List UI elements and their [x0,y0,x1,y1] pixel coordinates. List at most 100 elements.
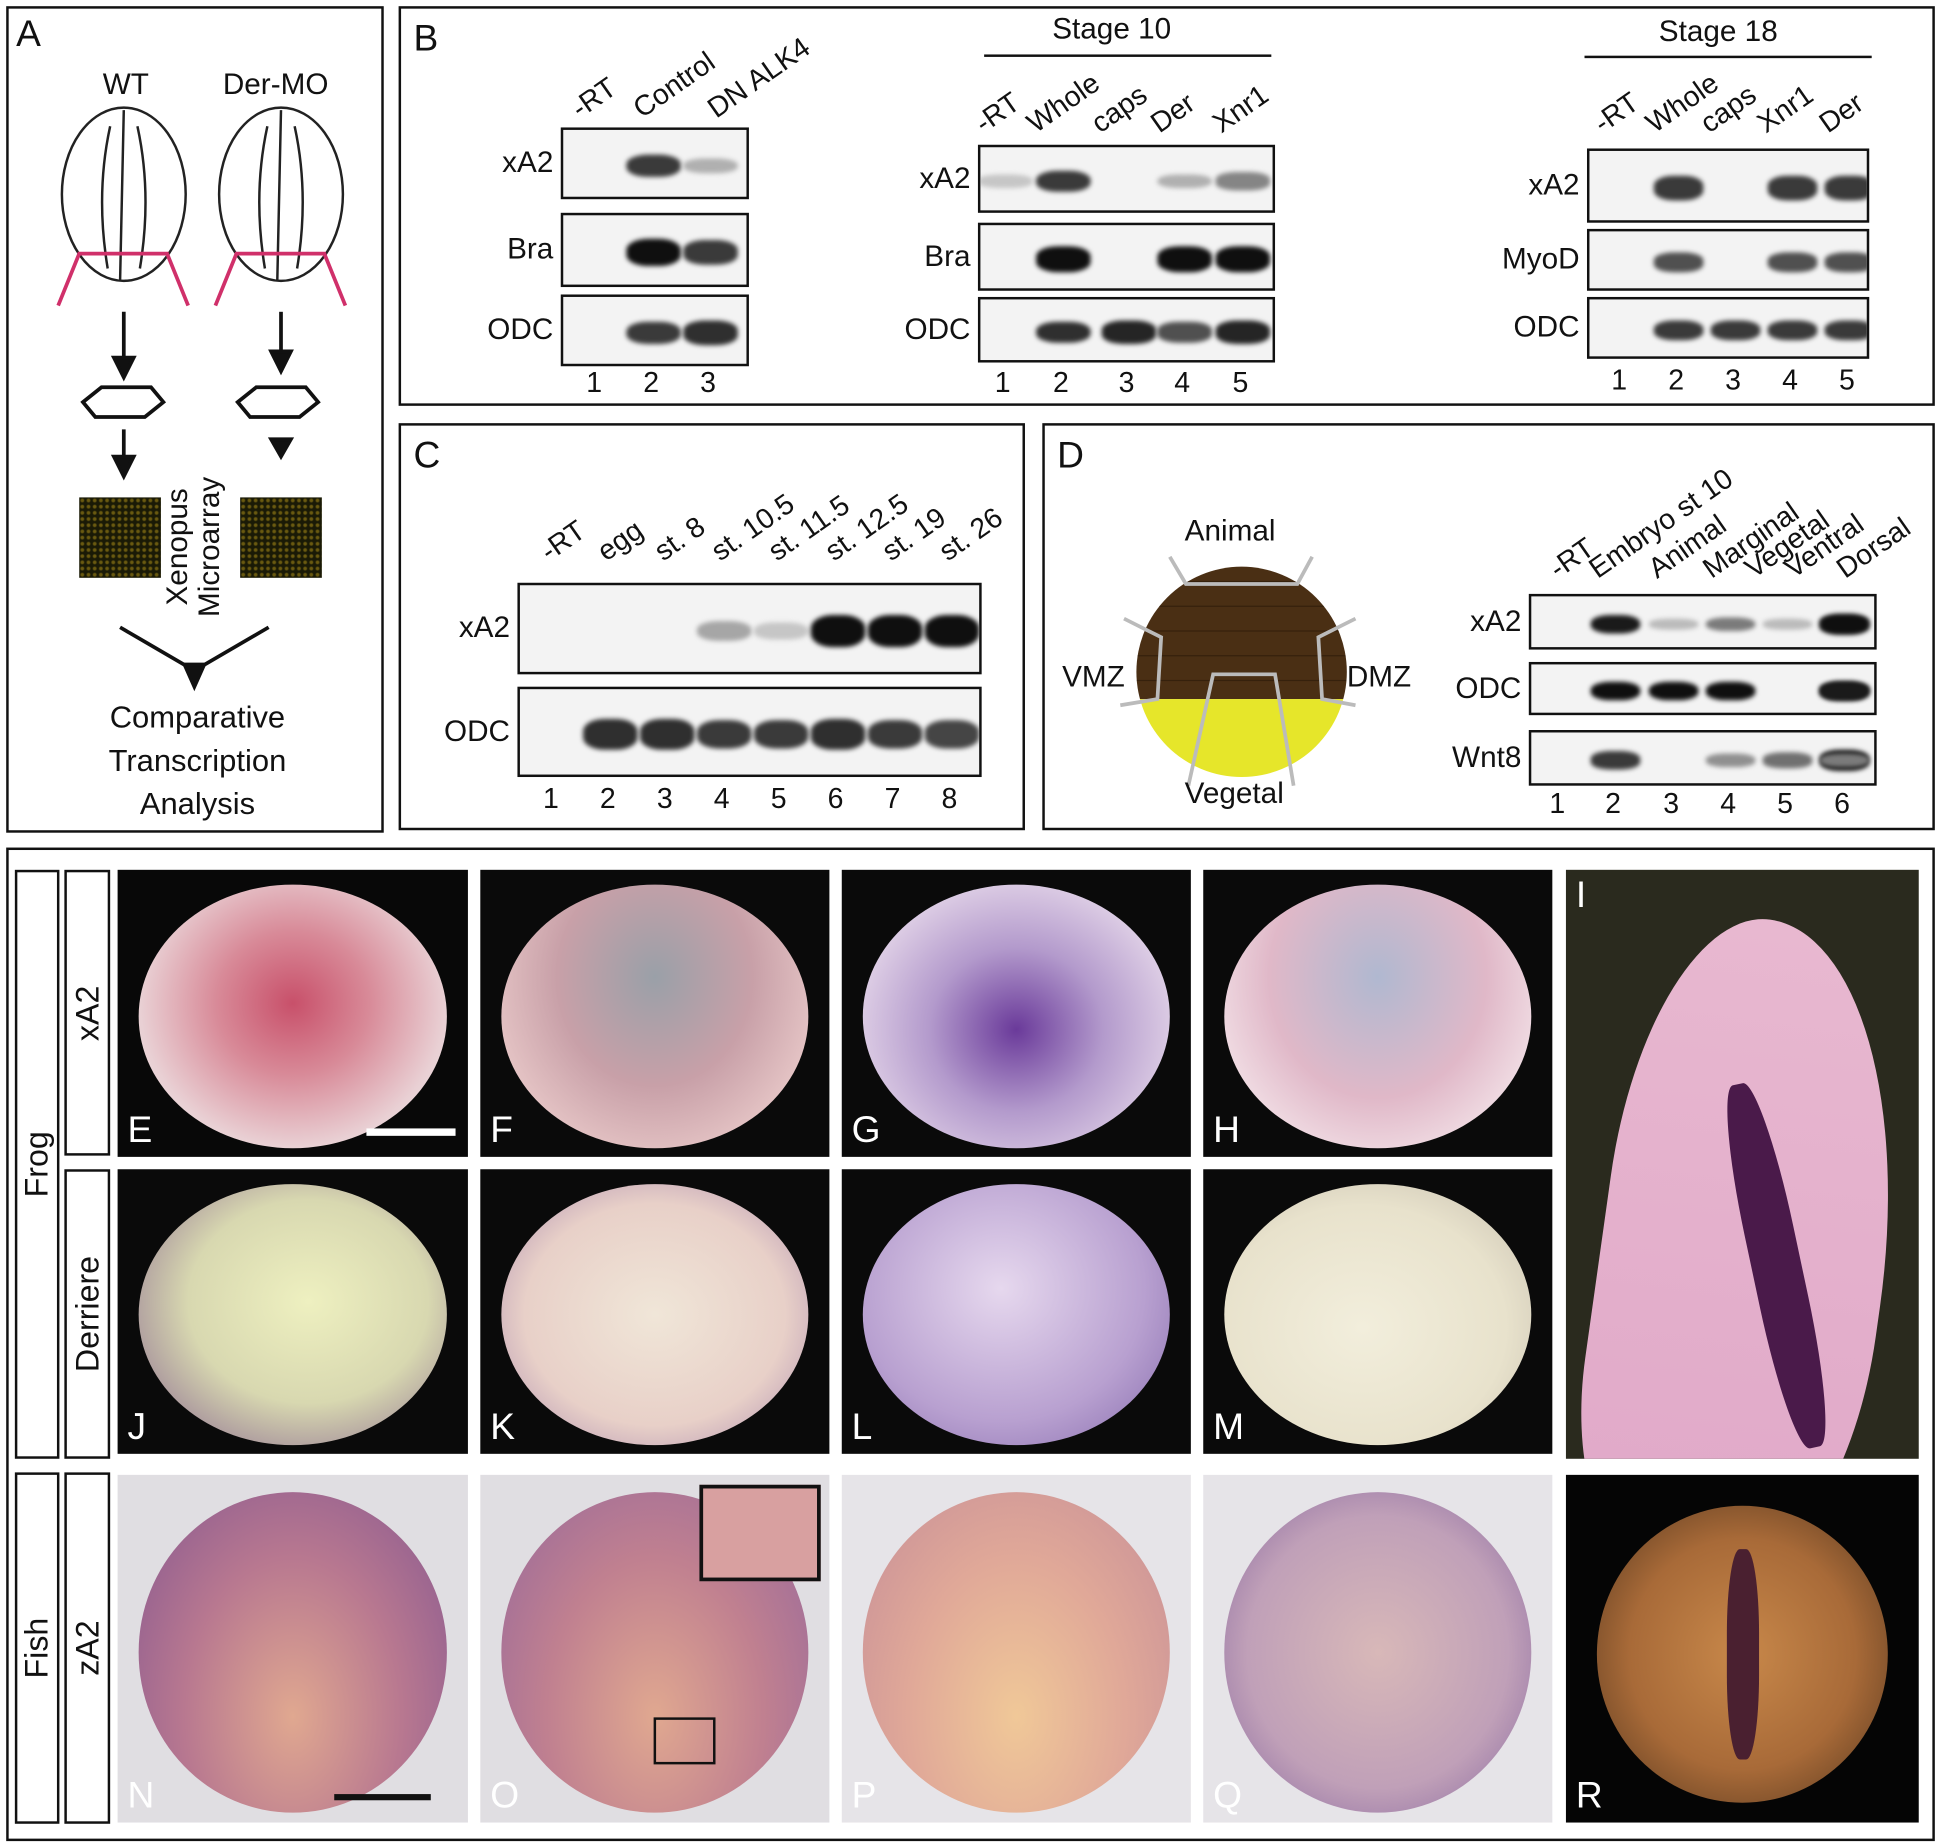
b2-lane-number: 2 [1052,366,1069,399]
b2-band [1215,320,1271,344]
b3-gel-myod [1586,228,1870,291]
embryo [138,1492,447,1813]
b2-lane-number: 4 [1174,366,1191,399]
xa2-label-box: xA2 [64,869,111,1156]
b2-lane-number: 5 [1232,366,1249,399]
b2-band [1101,320,1157,344]
b3-band [1767,252,1818,272]
d-band [1819,614,1870,635]
explant-drawings [80,385,321,419]
photo-l: L [841,1169,1191,1454]
b2-band [980,174,1033,188]
c-band [753,621,809,641]
embryo [501,1183,809,1446]
embryo [1224,884,1532,1149]
wt-label: WT [102,68,149,102]
microarray-dermo [240,497,322,578]
panel-b: B [398,6,1935,406]
b3-lane-number: 1 [1611,363,1628,396]
b1-row-label: ODC [487,313,554,347]
embryo [862,1492,1170,1813]
stage18-header: Stage 18 [1658,14,1778,49]
photo-letter: K [490,1406,515,1448]
microarray-wt [79,497,161,578]
b1-gel-odc [560,294,749,367]
dermo-embryo-drawing [217,106,345,283]
b2-gel-bra [977,222,1276,291]
c-lane-number: 1 [542,781,559,815]
photo-j: J [117,1169,468,1454]
photo-e: E [117,869,468,1157]
d-lane-number: 1 [1549,786,1566,820]
c-band [924,720,980,749]
photo-i: I [1565,869,1919,1459]
b2-band [1036,170,1091,193]
photo-letter: F [490,1109,513,1151]
d-band [1705,616,1756,632]
d-band [1590,681,1641,701]
b3-row-label: ODC [1513,310,1580,344]
photo-letter: P [851,1775,877,1817]
photo-letter: I [1575,874,1587,916]
frog-label: Frog [17,1131,56,1198]
embryo [862,1183,1170,1446]
panel-c: C [398,423,1025,831]
arrows [110,311,295,692]
b2-row-label: ODC [904,312,971,346]
c-lane-number: 2 [599,781,616,815]
c-band [753,719,809,749]
d-gel-xa2 [1528,593,1877,650]
c-lane-number: 4 [713,781,730,815]
c-band [810,614,866,648]
d-lane-number: 2 [1605,786,1621,820]
derriere-label-box: Derriere [64,1169,111,1459]
d-band [1648,618,1699,630]
photo-f: F [480,869,830,1157]
fish-label-box: Fish [14,1472,60,1824]
b3-band [1653,320,1704,341]
embryo [138,884,447,1149]
animal-label: Animal [1184,514,1276,549]
b3-row-label: MyoD [1501,242,1580,276]
stage10-header: Stage 10 [1052,12,1172,46]
b1-band [683,240,738,265]
photo-letter: G [851,1109,881,1151]
region-outlines [1119,555,1357,787]
b1-band [626,321,681,345]
b2-band [1157,322,1212,343]
photo-g: G [841,869,1191,1157]
panel-d-label: D [1057,435,1084,477]
b1-lane-number: 2 [643,366,660,399]
analysis-line-1: Comparative [109,700,286,735]
panel-a-label: A [16,13,41,55]
panel-in-situ [6,847,1935,1842]
c-band [924,614,980,648]
somite-stain [1726,1549,1760,1760]
d-band [1590,751,1641,770]
b2-gel-xa2 [977,144,1276,213]
c-row-label: ODC [443,714,511,748]
panel-b-label: B [413,18,439,60]
b2-gel-odc [977,296,1276,363]
panel-d: D [1042,423,1935,831]
analysis-line-2: Transcription [108,743,287,779]
d-lane-number: 6 [1834,786,1850,820]
b1-band [626,238,681,266]
vmz-label: VMZ [1062,660,1125,695]
cut-lines [56,251,348,307]
dermo-label: Der-MO [222,68,329,102]
b1-band [683,158,738,174]
derriere-label: Derriere [68,1255,106,1373]
stage10-line [984,54,1272,57]
c-band [810,719,866,750]
photo-letter: H [1213,1109,1240,1151]
embryo [862,884,1170,1149]
d-band [1762,618,1813,630]
d-gel-wnt8 [1528,730,1877,786]
c-band [867,614,923,648]
b3-lane-number: 4 [1782,363,1798,396]
b3-row-label: xA2 [1528,168,1580,202]
d-band [1705,753,1756,768]
